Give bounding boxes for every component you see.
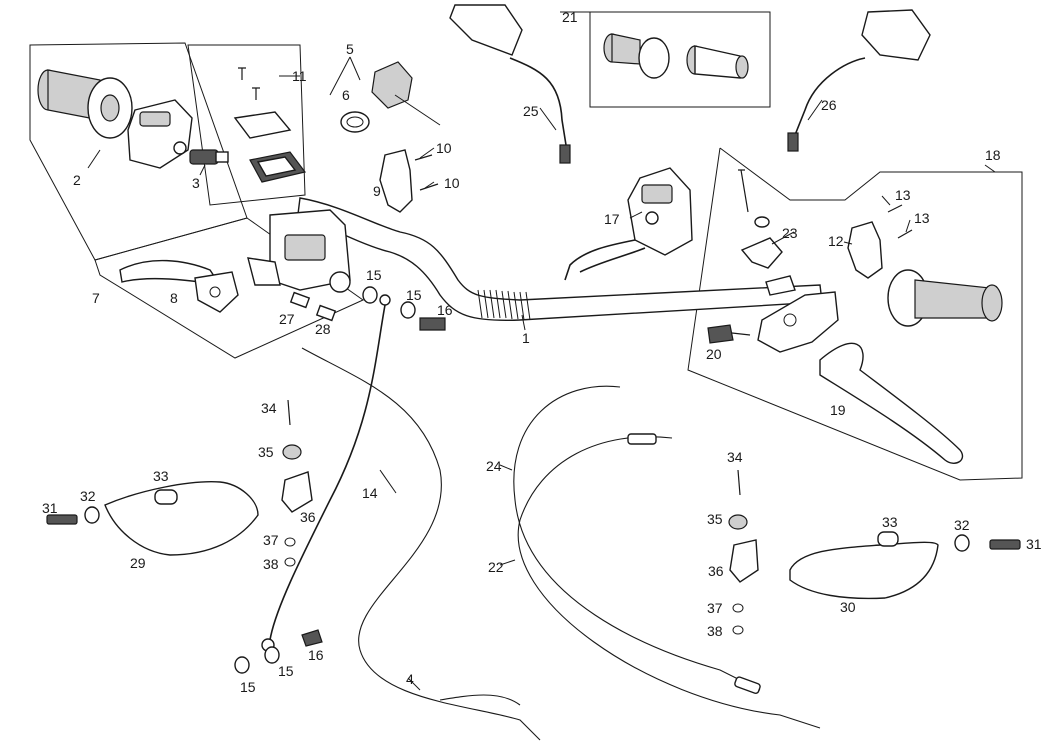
label-28: 28: [315, 321, 331, 337]
label-20: 20: [706, 346, 722, 362]
leader-lines: [87, 11, 996, 691]
left-mirror: [449, 4, 571, 164]
label-15-d: 15: [278, 663, 294, 679]
throttle-cable: [301, 347, 541, 741]
label-38-right: 38: [707, 623, 723, 639]
master-cylinder: [247, 209, 351, 322]
label-16-a: 16: [437, 302, 453, 318]
label-4: 4: [406, 671, 414, 687]
mirror-clamp: [340, 61, 441, 133]
grip-kit-frame: [589, 11, 771, 108]
adjuster-screw: [189, 149, 229, 165]
right-clamp: [847, 204, 913, 279]
label-10-upper: 10: [436, 140, 452, 156]
label-33-right: 33: [882, 514, 898, 530]
label-15-c: 15: [240, 679, 256, 695]
label-18: 18: [985, 147, 1001, 163]
label-35-right: 35: [707, 511, 723, 527]
handlebar: [297, 197, 823, 322]
label-24: 24: [486, 458, 502, 474]
grip-kit: [603, 33, 749, 79]
label-15-a: 15: [366, 267, 382, 283]
label-1: 1: [522, 330, 530, 346]
label-25: 25: [523, 103, 539, 119]
label-36-left: 36: [300, 509, 316, 525]
label-31-left: 31: [42, 500, 58, 516]
label-23: 23: [782, 225, 798, 241]
label-9: 9: [373, 183, 381, 199]
label-14: 14: [362, 485, 378, 501]
label-13-lower: 13: [914, 210, 930, 226]
label-12: 12: [828, 233, 844, 249]
label-15-b: 15: [406, 287, 422, 303]
right-switch-housing: [564, 167, 693, 281]
label-37-right: 37: [707, 600, 723, 616]
right-handguard: [728, 469, 1021, 635]
right-lever-group-frame: [687, 147, 1023, 481]
throttle-housing: [127, 99, 193, 169]
right-lever-bracket: [707, 169, 839, 353]
label-32-left: 32: [80, 488, 96, 504]
right-grip: [887, 269, 1003, 327]
label-10-lower: 10: [444, 175, 460, 191]
left-brake-lever: [119, 259, 239, 313]
label-36-right: 36: [708, 563, 724, 579]
label-19: 19: [830, 402, 846, 418]
label-29: 29: [130, 555, 146, 571]
right-brake-lever: [819, 342, 964, 464]
label-13-upper: 13: [895, 187, 911, 203]
label-6: 6: [342, 87, 350, 103]
label-35-left: 35: [258, 444, 274, 460]
clutch-cables: [513, 385, 821, 729]
left-grip: [37, 69, 133, 139]
label-2: 2: [73, 172, 81, 188]
label-22: 22: [488, 559, 504, 575]
reservoir-cover-kit: [233, 67, 307, 183]
label-16-b: 16: [308, 647, 324, 663]
brake-hose: [261, 294, 391, 652]
label-11: 11: [292, 68, 307, 84]
master-cylinder-lever-frame: [94, 217, 365, 359]
label-17: 17: [604, 211, 620, 227]
label-3: 3: [192, 175, 200, 191]
label-27: 27: [279, 311, 295, 327]
label-8: 8: [170, 290, 178, 306]
label-26: 26: [821, 97, 837, 113]
label-33-left: 33: [153, 468, 169, 484]
label-30: 30: [840, 599, 856, 615]
label-32-right: 32: [954, 517, 970, 533]
left-handguard: [46, 399, 313, 567]
left-switch-clamp: [379, 149, 439, 213]
label-34-left: 34: [261, 400, 277, 416]
label-37-left: 37: [263, 532, 279, 548]
label-21: 21: [562, 9, 578, 25]
label-7: 7: [92, 290, 100, 306]
hose-banjo-parts: [234, 286, 446, 674]
label-5: 5: [346, 41, 354, 57]
label-34-right: 34: [727, 449, 743, 465]
label-38-left: 38: [263, 556, 279, 572]
right-mirror: [787, 9, 931, 152]
label-31-right: 31: [1026, 536, 1042, 552]
